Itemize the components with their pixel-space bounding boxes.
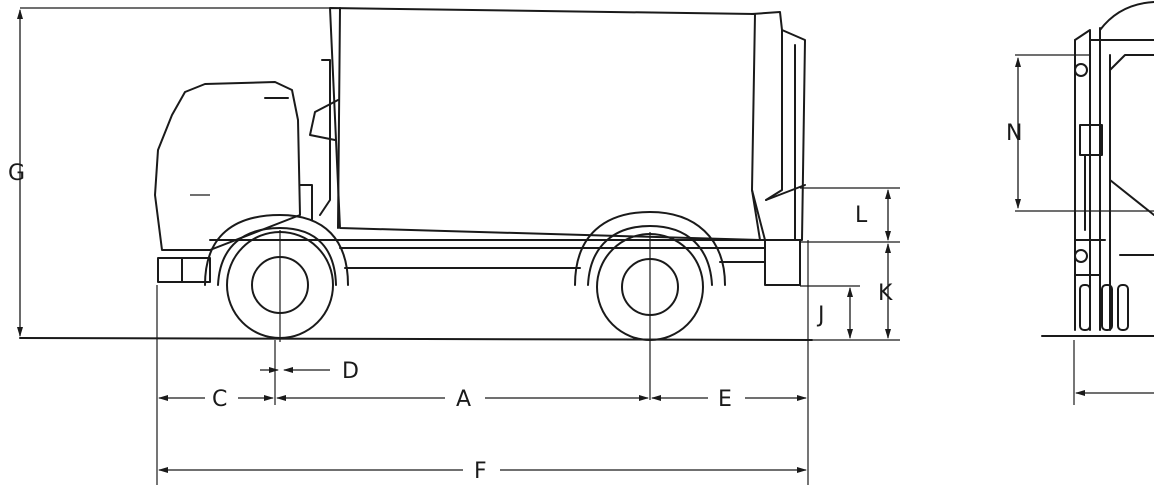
label-n: N [1006, 121, 1022, 146]
truck-body-box [309, 7, 806, 286]
ground-line [19, 337, 813, 341]
label-f: F [474, 459, 487, 484]
truck-cab [154, 81, 313, 283]
dimension-lines: G L K J D C A E F [8, 7, 900, 485]
rear-wheel [574, 211, 726, 400]
label-c: C [212, 387, 227, 412]
label-d: D [342, 359, 359, 384]
truck-rear-view: N [1006, 1, 1154, 405]
label-a: A [456, 387, 471, 412]
label-g: G [8, 161, 25, 186]
truck-chassis [209, 239, 766, 269]
label-l: L [855, 203, 868, 228]
label-j: J [816, 303, 825, 328]
truck-side-view [19, 7, 813, 400]
label-k: K [878, 281, 893, 306]
label-e: E [718, 387, 732, 412]
front-wheel [204, 214, 349, 342]
